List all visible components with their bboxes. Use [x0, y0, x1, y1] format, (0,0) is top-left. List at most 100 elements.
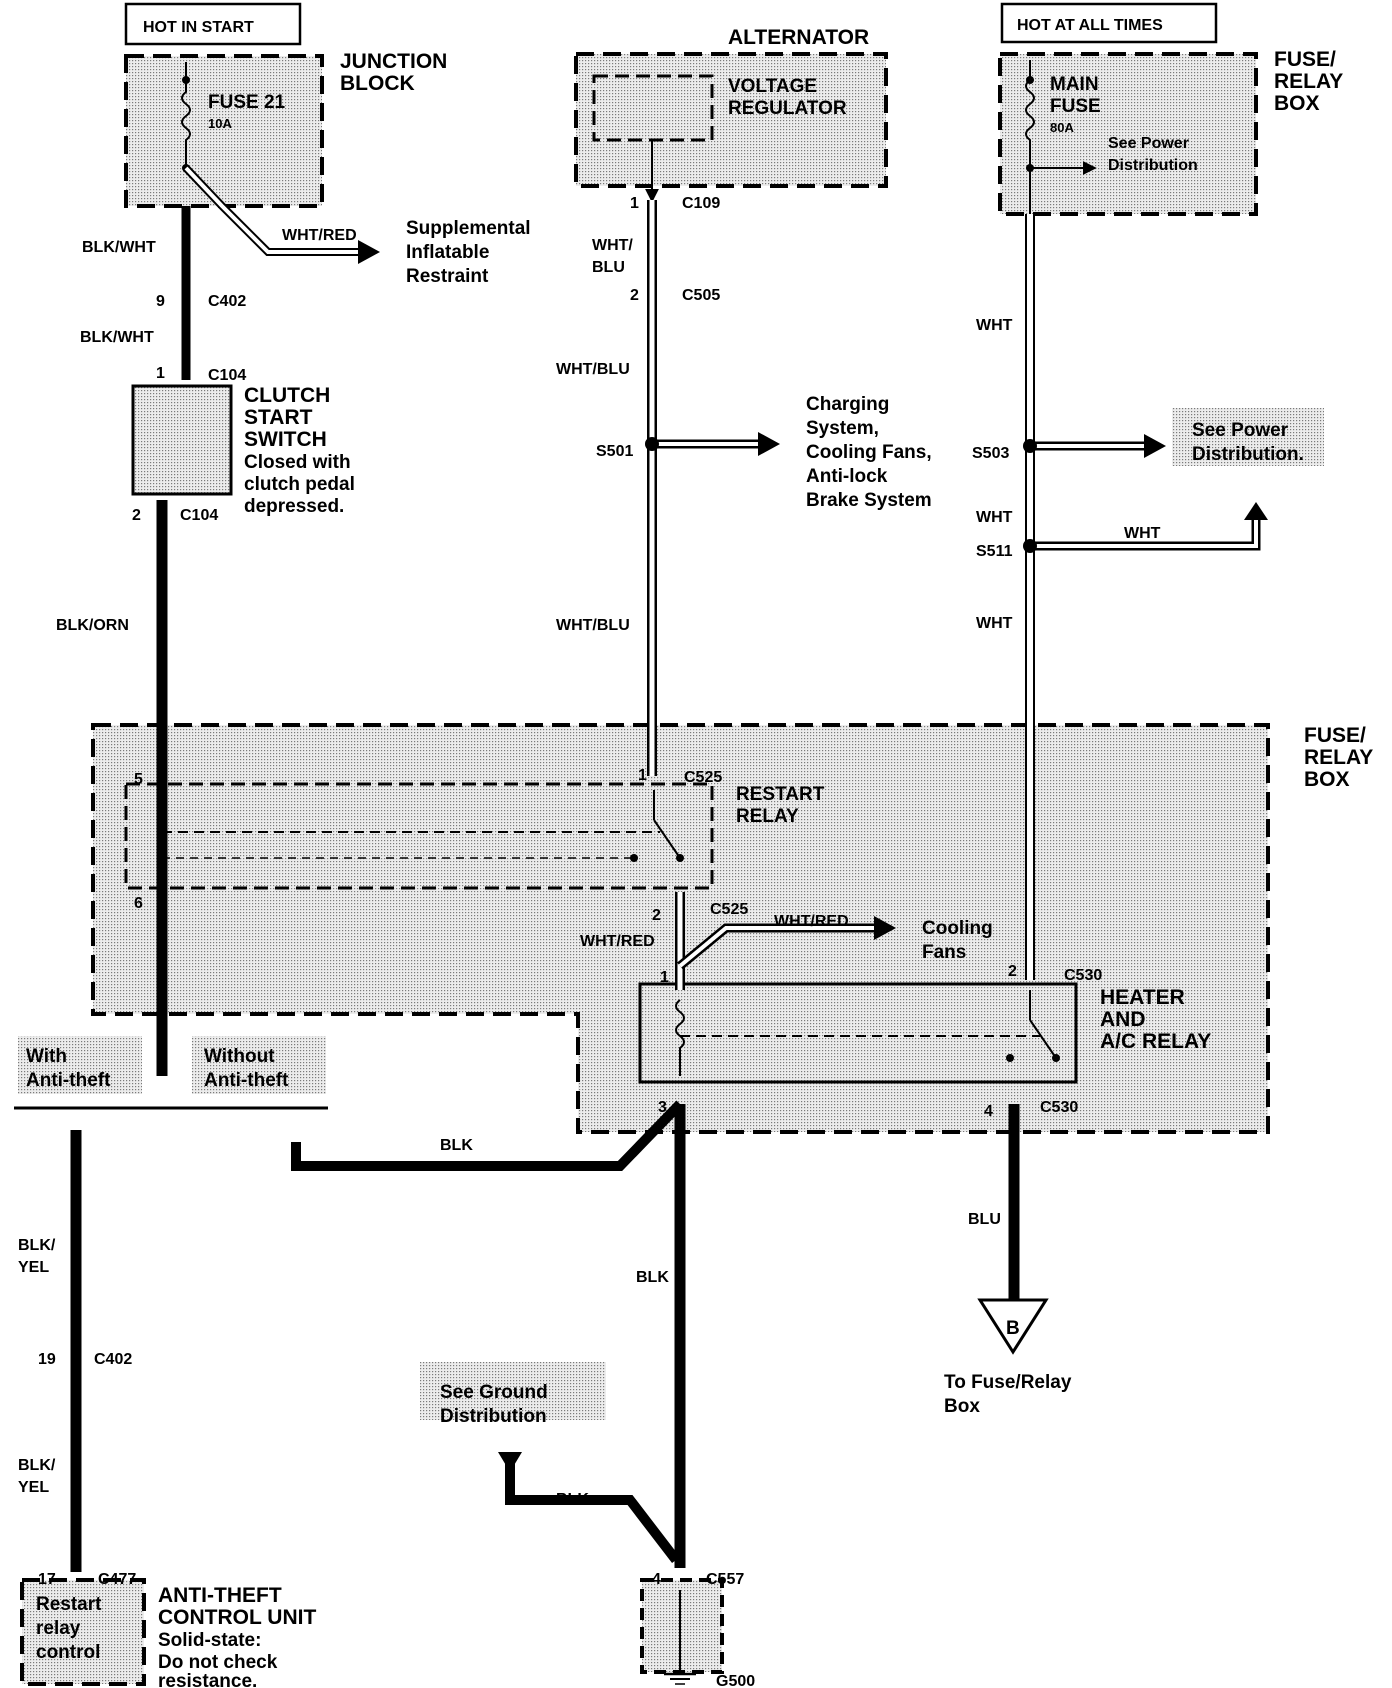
- voltage-regulator-label-2: REGULATOR: [728, 98, 847, 119]
- antitheft-title-1: ANTI-THEFT: [158, 1584, 282, 1607]
- wire-wht-red-2: WHT/RED: [774, 913, 849, 930]
- clutch-switch-box: [131, 384, 233, 496]
- with-antitheft-label-bg: [18, 1036, 142, 1094]
- clutch-note-1: Closed with: [244, 452, 351, 473]
- pin-5: 5: [134, 771, 143, 788]
- c104-in-pin: 1: [156, 365, 165, 382]
- c477-pin: 17: [38, 1571, 56, 1588]
- c505-name: C505: [682, 287, 720, 304]
- s501-label: S501: [596, 443, 633, 460]
- junction-block-label-2: BLOCK: [340, 72, 415, 95]
- g500-label: G500: [716, 1673, 755, 1688]
- fuse-21-symbol: [181, 62, 191, 168]
- wire-wht-red-sir: WHT/RED: [282, 227, 357, 244]
- heater-relay-label: HEATER: [1100, 986, 1185, 1009]
- antitheft-box-label-2: relay: [36, 1618, 81, 1639]
- without-antitheft-label-1: Without: [204, 1046, 275, 1067]
- fuse-relay-box-main-label-3: BOX: [1304, 768, 1350, 791]
- offpage-marker-b: [977, 1298, 1049, 1355]
- restart-relay-box: [124, 782, 714, 890]
- antitheft-note-2: Do not check: [158, 1652, 278, 1673]
- heater-relay-label-2: AND: [1100, 1008, 1146, 1031]
- c104-out-pin: 2: [132, 507, 141, 524]
- c109-pin: 1: [630, 195, 639, 212]
- sir-label-1: Supplemental: [406, 218, 531, 239]
- sir-label-2: Inflatable: [406, 242, 489, 263]
- charging-label-5: Brake System: [806, 490, 932, 511]
- c530-in-pin: 2: [1008, 963, 1017, 980]
- c402-top-name: C402: [208, 293, 246, 310]
- antitheft-note-1: Solid-state:: [158, 1630, 261, 1651]
- wire-blk-wht-2: BLK/WHT: [80, 329, 154, 346]
- alternator-label: ALTERNATOR: [728, 26, 869, 49]
- c402-bot-pin: 19: [38, 1351, 56, 1368]
- c530-in-name: C530: [1064, 967, 1102, 984]
- relay-pin-3: 3: [658, 1099, 667, 1116]
- wire-wht-blu-b: BLU: [592, 259, 625, 276]
- fuse-relay-box-main-label-2: RELAY: [1304, 746, 1373, 769]
- wire-blk-wht-1: BLK/WHT: [82, 239, 156, 256]
- without-antitheft-label-bg: [192, 1036, 326, 1094]
- power-dist-label-bg: [1172, 408, 1324, 466]
- with-antitheft-label-1: With: [26, 1046, 67, 1067]
- c557-pin: 4: [652, 1571, 661, 1588]
- voltage-regulator-box: [592, 74, 714, 142]
- hot-in-start-label: HOT IN START: [143, 19, 254, 36]
- wire-blk-yel-2b: YEL: [18, 1479, 49, 1496]
- antitheft-box-label-3: control: [36, 1642, 100, 1663]
- charging-label-4: Anti-lock: [806, 466, 888, 487]
- offpage-letter: B: [1006, 1318, 1020, 1339]
- fuse-relay-box-top-label-2: RELAY: [1274, 70, 1343, 93]
- anti-theft-box: [20, 1578, 146, 1686]
- wire-wht-2: WHT: [976, 509, 1013, 526]
- fuse-relay-box-top-label-3: BOX: [1274, 92, 1320, 115]
- charging-label-3: Cooling Fans,: [806, 442, 932, 463]
- fuse-relay-box-main-label: FUSE/: [1304, 724, 1366, 747]
- voltage-regulator-label: VOLTAGE: [728, 76, 817, 97]
- s503-label: S503: [972, 445, 1009, 462]
- c109-name: C109: [682, 195, 720, 212]
- heater-relay-label-3: A/C RELAY: [1100, 1030, 1211, 1053]
- c402-bot-name: C402: [94, 1351, 132, 1368]
- sir-label-3: Restraint: [406, 266, 489, 287]
- wire-wht-3: WHT: [1124, 525, 1161, 542]
- c530-out-name: C530: [1040, 1099, 1078, 1116]
- pin-6: 6: [134, 895, 143, 912]
- clutch-note-3: depressed.: [244, 496, 344, 517]
- wire-blk-2: BLK: [636, 1269, 669, 1286]
- ground-dist-label-1: See Ground: [440, 1382, 548, 1403]
- power-dist-label-1: See Power: [1192, 420, 1289, 441]
- relay-pin-1: 1: [660, 969, 669, 986]
- wire-blu: BLU: [968, 1211, 1001, 1228]
- clutch-switch-label-3: SWITCH: [244, 428, 327, 451]
- ground-dist-label-2: Distribution: [440, 1406, 547, 1427]
- clutch-note-2: clutch pedal: [244, 474, 355, 495]
- s511-label: S511: [976, 543, 1013, 560]
- junction-block-label: JUNCTION: [340, 50, 447, 73]
- junction-block-box: [124, 54, 324, 208]
- c525-2-name: C525: [710, 901, 748, 918]
- main-fuse-label: MAIN: [1050, 74, 1099, 95]
- cooling-fans-label-2: Fans: [922, 942, 966, 963]
- c104-in-name: C104: [208, 367, 246, 384]
- wire-wht-blu-a: WHT/: [592, 237, 633, 254]
- clutch-switch-label: CLUTCH: [244, 384, 330, 407]
- ground-dist-label-bg: [420, 1362, 606, 1420]
- ground-box: [640, 1578, 724, 1674]
- wire-wht-blu-2: WHT/BLU: [556, 617, 630, 634]
- wire-blk-yel-1b: YEL: [18, 1259, 49, 1276]
- c104-out-name: C104: [180, 507, 218, 524]
- c525-1-pin: 1: [638, 767, 647, 784]
- c557-name: C557: [706, 1571, 744, 1588]
- restart-relay-label: RESTART: [736, 784, 825, 805]
- wire-wht-blu-1: WHT/BLU: [556, 361, 630, 378]
- clutch-switch-label-2: START: [244, 406, 313, 429]
- c402-top-pin: 9: [156, 293, 165, 310]
- wire-wht-red-1: WHT/RED: [580, 933, 655, 950]
- charging-label-2: System,: [806, 418, 879, 439]
- wire-wht-4: WHT: [976, 615, 1013, 632]
- c530-out-pin: 4: [984, 1103, 993, 1120]
- c505-pin: 2: [630, 287, 639, 304]
- main-fuse-symbol: [1025, 60, 1035, 214]
